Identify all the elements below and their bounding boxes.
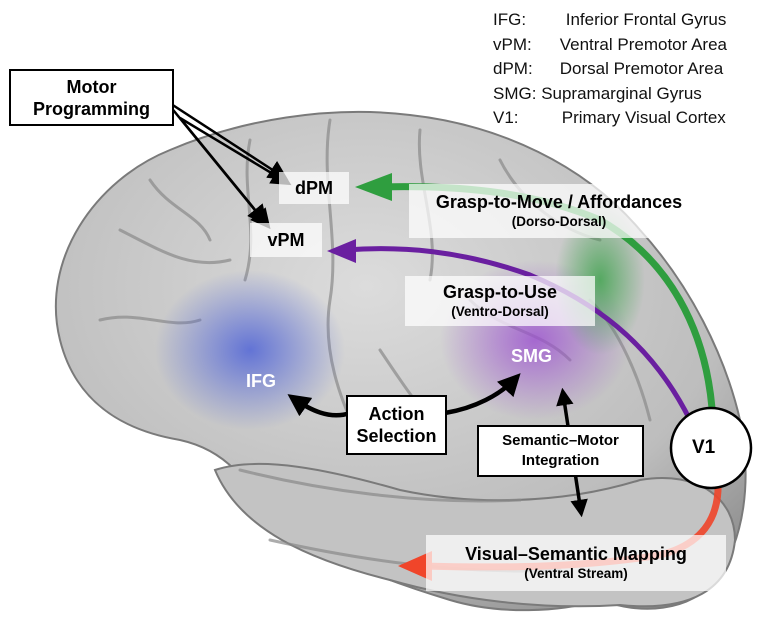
legend-abbr: vPM:	[493, 34, 532, 54]
action-to-smg-arrow	[444, 373, 521, 416]
legend-row-smg: SMG: Supramarginal Gyrus	[493, 82, 727, 107]
legend-full: Ventral Premotor Area	[559, 34, 727, 54]
pathway-subtitle: (Ventral Stream)	[524, 565, 628, 581]
region-text: dPM	[295, 177, 333, 198]
action-selection-box: Action Selection	[346, 395, 447, 455]
box-line: Motor	[66, 76, 117, 97]
box-line: Programming	[32, 98, 151, 119]
legend-abbr: IFG:	[493, 10, 527, 29]
box-line: Semantic–Motor	[502, 432, 619, 449]
region-text: SMG	[511, 346, 553, 366]
legend-abbr: SMG:	[493, 83, 537, 103]
region-text: vPM	[267, 229, 305, 250]
smg-label: SMG	[511, 346, 552, 367]
dpm-label: dPM	[279, 172, 349, 204]
pathway-title: Visual–Semantic Mapping	[465, 543, 687, 564]
legend-abbr: dPM:	[493, 59, 533, 78]
visual-semantic-label: Visual–Semantic Mapping (Ventral Stream)	[426, 535, 726, 591]
ventral-arrowhead	[398, 551, 432, 581]
pathway-subtitle: (Dorso-Dorsal)	[511, 213, 607, 229]
v1-circle	[669, 406, 753, 490]
vpm-label: vPM	[250, 223, 322, 257]
legend-abbr: V1:	[493, 108, 519, 127]
motor-programming-arrows	[164, 98, 292, 230]
pathway-title: Grasp-to-Use	[442, 281, 558, 302]
region-text: IFG	[246, 371, 276, 391]
legend-row-vpm: vPM: Ventral Premotor Area	[493, 33, 727, 58]
ventro-dorsal-arrowhead	[327, 239, 356, 263]
ventro-dorsal-pathway	[342, 246, 693, 423]
box-line: Action	[368, 404, 425, 424]
box-line: Selection	[356, 426, 437, 446]
dorso-dorsal-arrowhead	[355, 173, 392, 201]
motor-programming-box: Motor Programming	[9, 69, 174, 126]
legend-row-v1: V1: Primary Visual Cortex	[493, 106, 727, 131]
legend-full: Dorsal Premotor Area	[559, 59, 724, 78]
abbreviation-legend: IFG: Inferior Frontal Gyrus vPM: Ventral…	[493, 8, 727, 131]
legend-full: Inferior Frontal Gyrus	[565, 10, 727, 29]
legend-row-ifg: IFG: Inferior Frontal Gyrus	[493, 8, 727, 33]
v1-label: V1	[692, 437, 715, 459]
semantic-motor-box: Semantic–Motor Integration	[477, 425, 644, 477]
ifg-highlight	[155, 270, 345, 430]
grasp-to-use-label: Grasp-to-Use (Ventro-Dorsal)	[405, 276, 595, 326]
region-text: V1	[692, 437, 716, 458]
ifg-label: IFG	[246, 371, 276, 392]
grasp-to-move-label: Grasp-to-Move / Affordances (Dorso-Dorsa…	[409, 184, 709, 238]
pathway-subtitle: (Ventro-Dorsal)	[451, 303, 549, 319]
legend-full: Supramarginal Gyrus	[541, 83, 702, 103]
box-line: Integration	[521, 452, 600, 469]
legend-row-dpm: dPM: Dorsal Premotor Area	[493, 57, 727, 82]
pathway-title: Grasp-to-Move / Affordances	[435, 191, 683, 212]
legend-full: Primary Visual Cortex	[561, 108, 726, 127]
action-to-ifg-arrow	[287, 394, 351, 418]
